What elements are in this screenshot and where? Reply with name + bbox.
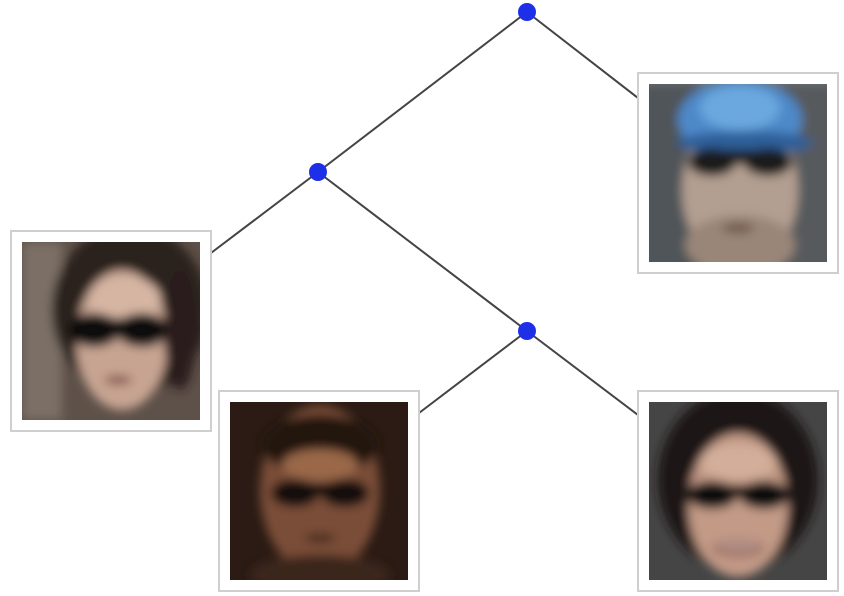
- tree-nodes: [309, 3, 536, 340]
- edge-lower-split-to-dark-man: [418, 330, 528, 414]
- tree-edges: [210, 11, 639, 416]
- root-node: [518, 3, 536, 21]
- face-sunglasses-short-hair-icon: [230, 402, 408, 580]
- face-sunglasses-blue-cap-icon: [649, 84, 827, 262]
- left-split-node: [309, 163, 327, 181]
- lower-split-node: [518, 322, 536, 340]
- leaf-blue-cap-face: [637, 72, 839, 274]
- leaf-long-hair-woman-face: [10, 230, 212, 432]
- leaf-smiling-woman-face: [637, 390, 839, 592]
- edge-left-split-to-lower-split: [317, 171, 528, 332]
- face-sunglasses-long-hair-icon: [22, 242, 200, 420]
- edge-lower-split-to-smiling: [526, 330, 639, 416]
- edge-left-split-to-long-hair: [210, 171, 319, 254]
- face-sunglasses-smiling-icon: [649, 402, 827, 580]
- leaf-dark-man-face: [218, 390, 420, 592]
- edge-root-to-blue-cap: [526, 11, 639, 99]
- edge-root-to-left-split: [317, 11, 528, 173]
